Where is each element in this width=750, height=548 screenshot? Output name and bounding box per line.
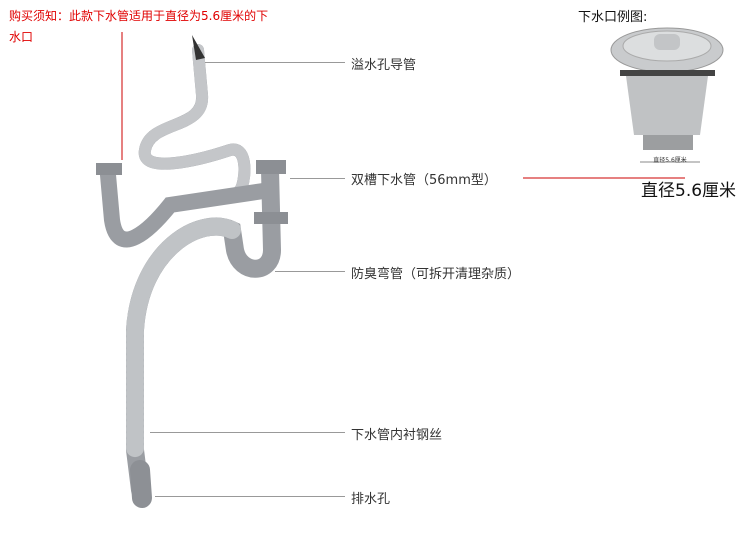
label-odor-trap: 防臭弯管（可拆开清理杂质） <box>351 267 521 282</box>
label-overflow-tube: 溢水孔导管 <box>351 58 417 73</box>
overflow-cap <box>192 35 205 60</box>
double-sink-pipe <box>100 167 278 248</box>
diameter-label: 直径5.6厘米 <box>641 181 737 201</box>
drain-example-photo: 直径5.6厘米 <box>610 27 724 164</box>
small-diameter-caption: 直径5.6厘米 <box>653 156 687 164</box>
leader-line <box>290 178 345 179</box>
purchase-notice: 购买须知：此款下水管适用于直径为5.6厘米的下水口 <box>9 9 269 44</box>
leader-line <box>155 496 345 497</box>
label-outlet: 排水孔 <box>351 492 391 507</box>
leader-line <box>150 432 345 433</box>
right-inlet-nut <box>256 160 286 174</box>
example-title: 下水口例图: <box>578 10 648 25</box>
hose-ribs <box>126 217 241 459</box>
label-steel-lining: 下水管内衬钢丝 <box>351 428 443 443</box>
leader-line <box>275 271 345 272</box>
label-double-sink-pipe: 双槽下水管（56mm型） <box>351 173 497 188</box>
trap-nut <box>254 212 288 224</box>
left-inlet-nut <box>96 163 122 175</box>
outlet-pipe <box>130 460 152 508</box>
pipe-assembly <box>100 44 282 508</box>
overflow-tube-ribs <box>138 44 251 196</box>
leader-line <box>205 62 345 63</box>
